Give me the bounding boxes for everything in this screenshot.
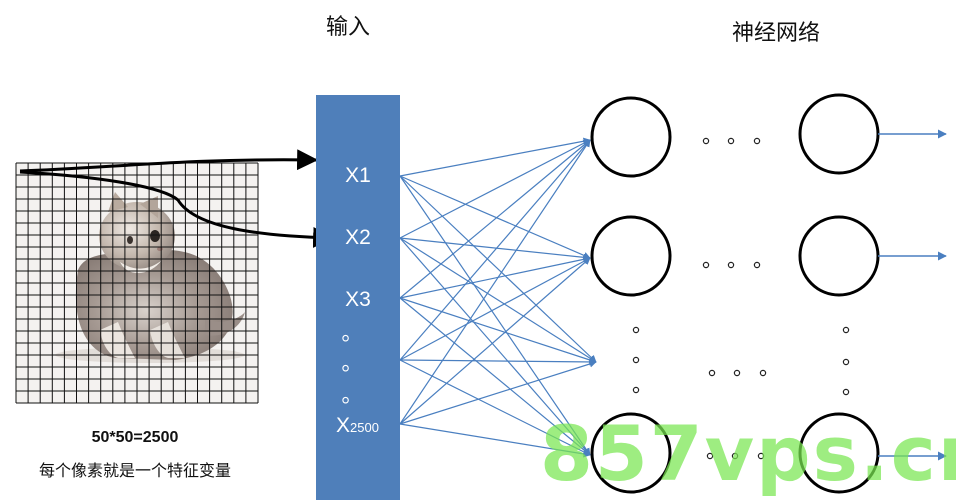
- hidden-node-2-middle: [798, 215, 880, 297]
- input-title: 输入: [326, 15, 370, 40]
- connection-edge: [399, 175, 591, 259]
- input-label-x3: X3: [345, 288, 371, 311]
- hidden-node-2-top: [798, 93, 880, 175]
- pixel-grid: [15, 162, 259, 404]
- watermark-text: 857vps.cn: [540, 409, 956, 498]
- network-title: 神经网络: [732, 21, 820, 46]
- connection-edge: [399, 139, 591, 361]
- connection-edge: [399, 358, 597, 366]
- input-label-x2500-sub: 2500: [350, 420, 379, 435]
- connection-edge: [399, 175, 591, 456]
- input-bar: [316, 95, 400, 500]
- connection-edge: [399, 137, 591, 177]
- input-to-hidden-connections: [399, 137, 597, 458]
- pixel-arrow-to-x2: [19, 170, 335, 248]
- hidden-node-1-top: [590, 96, 672, 178]
- input-ellipsis-2: 。: [342, 352, 363, 375]
- hidden-node-1-bottom: [590, 412, 672, 494]
- network-ellipsis-dots: [632, 137, 850, 460]
- input-ellipsis-3: 。: [342, 384, 363, 407]
- connection-edge: [399, 423, 591, 458]
- connection-edge: [399, 139, 591, 299]
- pixel-count-formula: 50*50=2500: [92, 429, 179, 446]
- pixel-arrow-to-x1: [19, 149, 319, 173]
- input-label-x2: X2: [345, 226, 371, 249]
- connection-edge: [399, 237, 597, 363]
- connection-edge: [399, 237, 591, 261]
- connection-edge: [399, 175, 597, 363]
- input-label-x2500: X2500: [336, 414, 379, 437]
- connection-edge: [399, 139, 591, 425]
- connection-edge: [399, 237, 591, 456]
- connection-edge: [399, 255, 591, 299]
- connection-edge: [399, 257, 591, 361]
- connection-edge: [399, 139, 591, 239]
- input-ellipsis-1: 。: [342, 322, 363, 345]
- input-label-x2500-main: X: [336, 414, 350, 437]
- input-label-x1: X1: [345, 164, 371, 187]
- pixel-feature-caption: 每个像素就是一个特征变量: [39, 461, 231, 480]
- connection-edge: [399, 360, 597, 425]
- connection-edge: [399, 297, 597, 364]
- connection-edge: [399, 257, 591, 425]
- hidden-node-2-bottom: [798, 412, 880, 494]
- kitten-image-panel: [15, 162, 259, 404]
- hidden-node-1-middle: [590, 215, 672, 297]
